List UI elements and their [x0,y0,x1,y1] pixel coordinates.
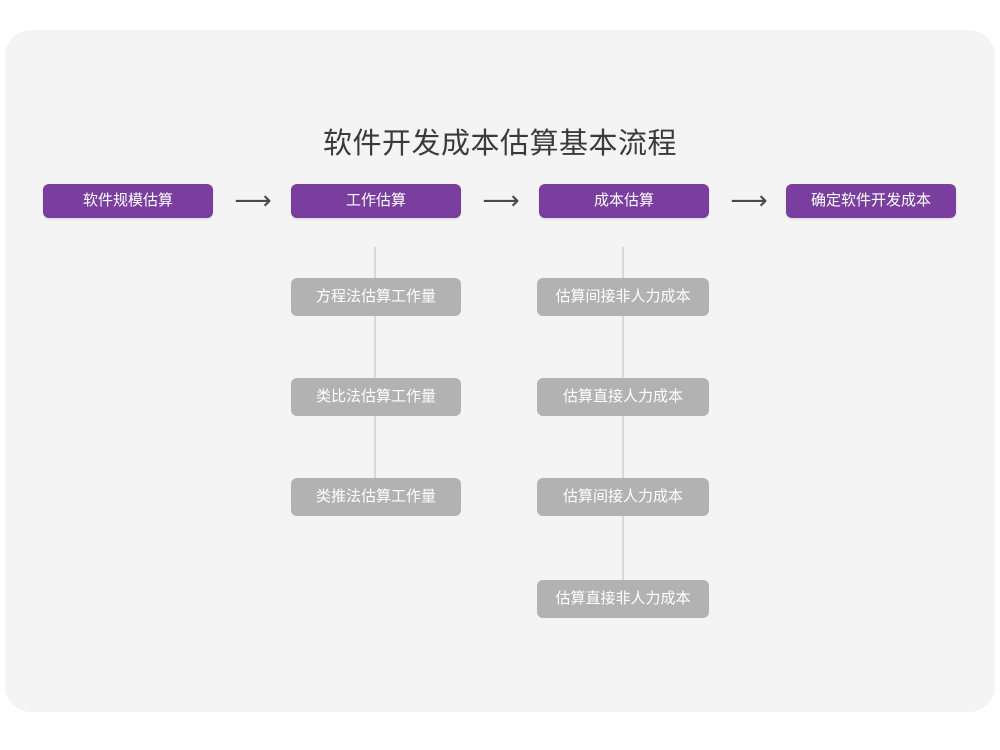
sub-box-col2-3[interactable]: 估算间接人力成本 [537,478,709,516]
stage-box-4[interactable]: 确定软件开发成本 [786,184,956,218]
connector-line-column-2 [622,247,624,615]
sub-box-col2-1[interactable]: 估算间接非人力成本 [537,278,709,316]
stage-box-1[interactable]: 软件规模估算 [43,184,213,218]
sub-box-col2-2[interactable]: 估算直接人力成本 [537,378,709,416]
sub-box-col1-3[interactable]: 类推法估算工作量 [291,478,461,516]
stage-box-3[interactable]: 成本估算 [539,184,709,218]
diagram-canvas: 软件开发成本估算基本流程 软件规模估算 ⟶ 工作估算 ⟶ 成本估算 ⟶ 确定软件… [5,30,995,712]
sub-box-col1-1[interactable]: 方程法估算工作量 [291,278,461,316]
sub-box-col1-2[interactable]: 类比法估算工作量 [291,378,461,416]
right-arrow-icon-2: ⟶ [482,186,520,216]
stage-box-2[interactable]: 工作估算 [291,184,461,218]
right-arrow-icon-3: ⟶ [730,186,768,216]
sub-box-col2-4[interactable]: 估算直接非人力成本 [537,580,709,618]
right-arrow-icon-1: ⟶ [234,186,272,216]
page-title: 软件开发成本估算基本流程 [322,128,677,160]
